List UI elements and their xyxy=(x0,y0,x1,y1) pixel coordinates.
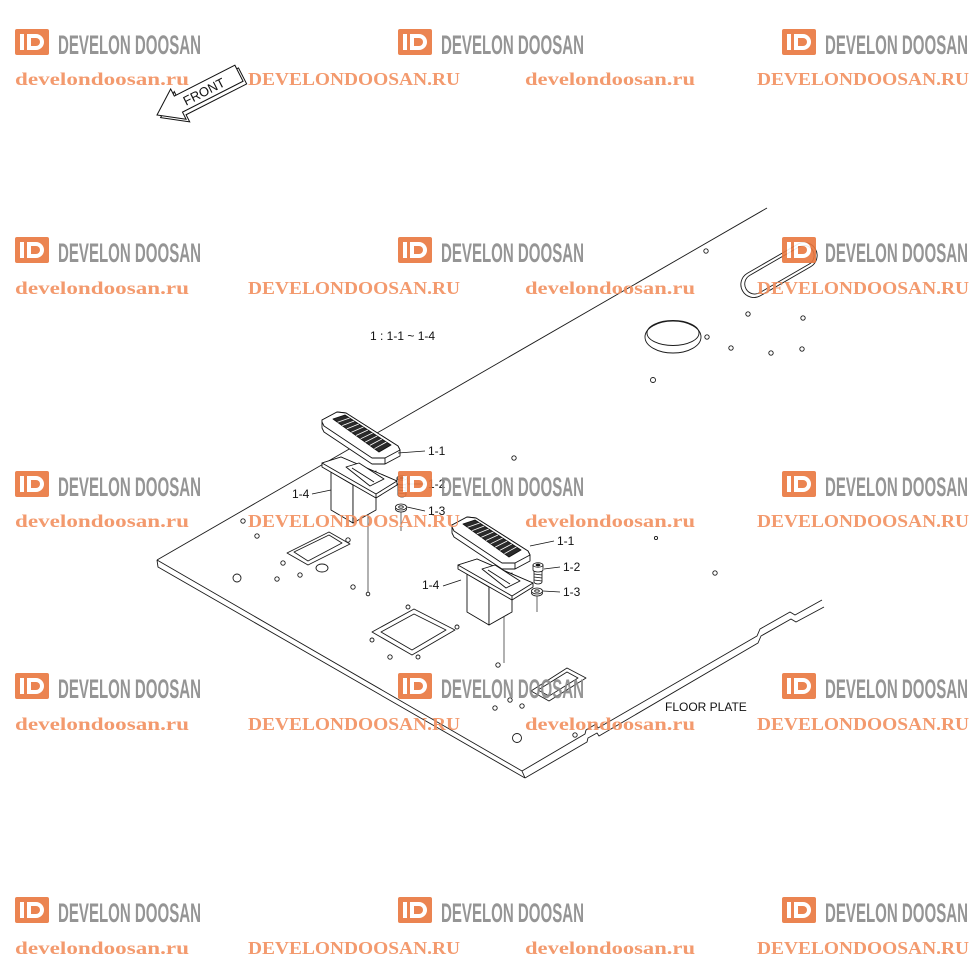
watermark-url-text: DEVELONDOOSAN.RU xyxy=(248,69,460,89)
develon-logo-icon xyxy=(782,237,816,263)
watermark-url-text: DEVELONDOOSAN.RU xyxy=(757,511,969,531)
watermark-logo: DEVELON DOOSAN xyxy=(15,471,201,502)
watermark-logo: DEVELON DOOSAN xyxy=(782,673,968,704)
watermark-url-text: DEVELONDOOSAN.RU xyxy=(248,714,460,734)
callout-washer-2: 1-3 xyxy=(563,585,581,599)
watermark-url-text: develondoosan.ru xyxy=(525,511,695,531)
watermark-url-text: develondoosan.ru xyxy=(15,714,189,734)
watermark-logo: DEVELON DOOSAN xyxy=(398,897,584,928)
floor-plate-cutout-center xyxy=(369,604,460,660)
callout-washer-1: 1-3 xyxy=(428,504,446,518)
floor-plate-holes xyxy=(232,248,806,743)
watermark-url-text: DEVELONDOOSAN.RU xyxy=(248,938,460,958)
assembly-note: 1 : 1-1 ~ 1-4 xyxy=(370,329,435,343)
callout-bracket-1: 1-4 xyxy=(292,487,310,501)
watermark-brand-text: DEVELON DOOSAN xyxy=(441,898,584,928)
watermark-brand-text: DEVELON DOOSAN xyxy=(825,238,968,268)
callout-pad-1: 1-1 xyxy=(428,444,446,458)
floor-plate xyxy=(156,207,825,779)
watermark-url-text: develondoosan.ru xyxy=(525,938,695,958)
pedal-pad-2 xyxy=(451,516,531,570)
watermark-logo: DEVELON DOOSAN xyxy=(398,471,584,502)
watermark-brand-text: DEVELON DOOSAN xyxy=(441,674,584,704)
develon-logo-icon xyxy=(15,897,49,923)
washer-2 xyxy=(531,587,543,597)
callout-bolt-2: 1-2 xyxy=(563,560,581,574)
develon-logo-icon xyxy=(782,897,816,923)
watermark-logo: DEVELON DOOSAN xyxy=(398,237,584,268)
watermark-url-text: develondoosan.ru xyxy=(15,69,189,89)
floor-plate-rear-edge xyxy=(156,207,768,561)
watermark-url-text: develondoosan.ru xyxy=(525,69,695,89)
develon-logo-icon xyxy=(398,471,432,497)
watermark-logo: DEVELON DOOSAN xyxy=(782,897,968,928)
watermark-logo: DEVELON DOOSAN xyxy=(15,29,201,60)
watermark-layer: DEVELON DOOSAN DEVELON DOOSAN DEVELON DOOS… xyxy=(15,29,969,958)
pedal-pad-1 xyxy=(321,411,401,465)
develon-logo-icon xyxy=(398,237,432,263)
watermark-url-text: DEVELONDOOSAN.RU xyxy=(757,938,969,958)
watermark-logo: DEVELON DOOSAN xyxy=(15,897,201,928)
develon-logo-icon xyxy=(782,29,816,55)
watermark-brand-text: DEVELON DOOSAN xyxy=(58,674,201,704)
floor-plate-round-opening xyxy=(644,320,702,354)
watermark-brand-text: DEVELON DOOSAN xyxy=(441,30,584,60)
watermark-logo: DEVELON DOOSAN xyxy=(398,673,584,704)
watermark-brand-text: DEVELON DOOSAN xyxy=(441,472,584,502)
develon-logo-icon xyxy=(782,471,816,497)
watermark-url-text: develondoosan.ru xyxy=(525,714,695,734)
watermark-brand-text: DEVELON DOOSAN xyxy=(58,898,201,928)
watermark-logo: DEVELON DOOSAN xyxy=(15,237,201,268)
watermark-brand-text: DEVELON DOOSAN xyxy=(825,472,968,502)
develon-logo-icon xyxy=(398,673,432,699)
callout-bracket-2: 1-4 xyxy=(422,578,440,592)
watermark-url-text: DEVELONDOOSAN.RU xyxy=(757,714,969,734)
watermark-brand-text: DEVELON DOOSAN xyxy=(825,898,968,928)
watermark-brand-text: DEVELON DOOSAN xyxy=(58,472,201,502)
front-arrow-face xyxy=(156,64,244,120)
watermark-logo: DEVELON DOOSAN xyxy=(782,29,968,60)
watermark-url-text: develondoosan.ru xyxy=(525,278,695,298)
develon-logo-icon xyxy=(782,673,816,699)
watermark-url-text: DEVELONDOOSAN.RU xyxy=(757,69,969,89)
pedal-bracket-2 xyxy=(457,558,534,626)
cap-screw-2 xyxy=(532,562,544,585)
develon-logo-icon xyxy=(15,29,49,55)
floor-plate-cutout-front xyxy=(530,667,587,702)
develon-logo-icon xyxy=(398,29,432,55)
callout-pad-2: 1-1 xyxy=(557,534,575,548)
watermark-url-text: DEVELONDOOSAN.RU xyxy=(248,278,460,298)
diagram-labels: 1 : 1-1 ~ 1-4 FLOOR PLATE 1-1 1-2 1-3 1-… xyxy=(292,329,747,714)
floor-plate-label: FLOOR PLATE xyxy=(665,700,747,714)
watermark-brand-text: DEVELON DOOSAN xyxy=(825,30,968,60)
watermark-logo: DEVELON DOOSAN xyxy=(782,471,968,502)
watermark-brand-text: DEVELON DOOSAN xyxy=(825,674,968,704)
watermark-url-text: develondoosan.ru xyxy=(15,511,189,531)
watermark-brand-text: DEVELON DOOSAN xyxy=(58,238,201,268)
watermark-logo: DEVELON DOOSAN xyxy=(15,673,201,704)
watermark-logo: DEVELON DOOSAN xyxy=(398,29,584,60)
develon-logo-icon xyxy=(15,673,49,699)
watermark-url-text: develondoosan.ru xyxy=(15,938,189,958)
floor-plate-right-edge xyxy=(521,599,825,779)
watermark-url-text: develondoosan.ru xyxy=(15,278,189,298)
callout-bolt-1: 1-2 xyxy=(428,477,446,491)
watermark-url-text: DEVELONDOOSAN.RU xyxy=(757,278,969,298)
watermark-brand-text: DEVELON DOOSAN xyxy=(58,30,201,60)
watermark-url-text: DEVELONDOOSAN.RU xyxy=(248,511,460,531)
develon-logo-icon xyxy=(15,237,49,263)
floor-plate-cutout-left xyxy=(286,531,351,566)
watermark-brand-text: DEVELON DOOSAN xyxy=(441,238,584,268)
develon-logo-icon xyxy=(15,471,49,497)
develon-logo-icon xyxy=(398,897,432,923)
center-lines xyxy=(367,512,538,663)
watermark-logo: DEVELON DOOSAN xyxy=(782,237,968,268)
